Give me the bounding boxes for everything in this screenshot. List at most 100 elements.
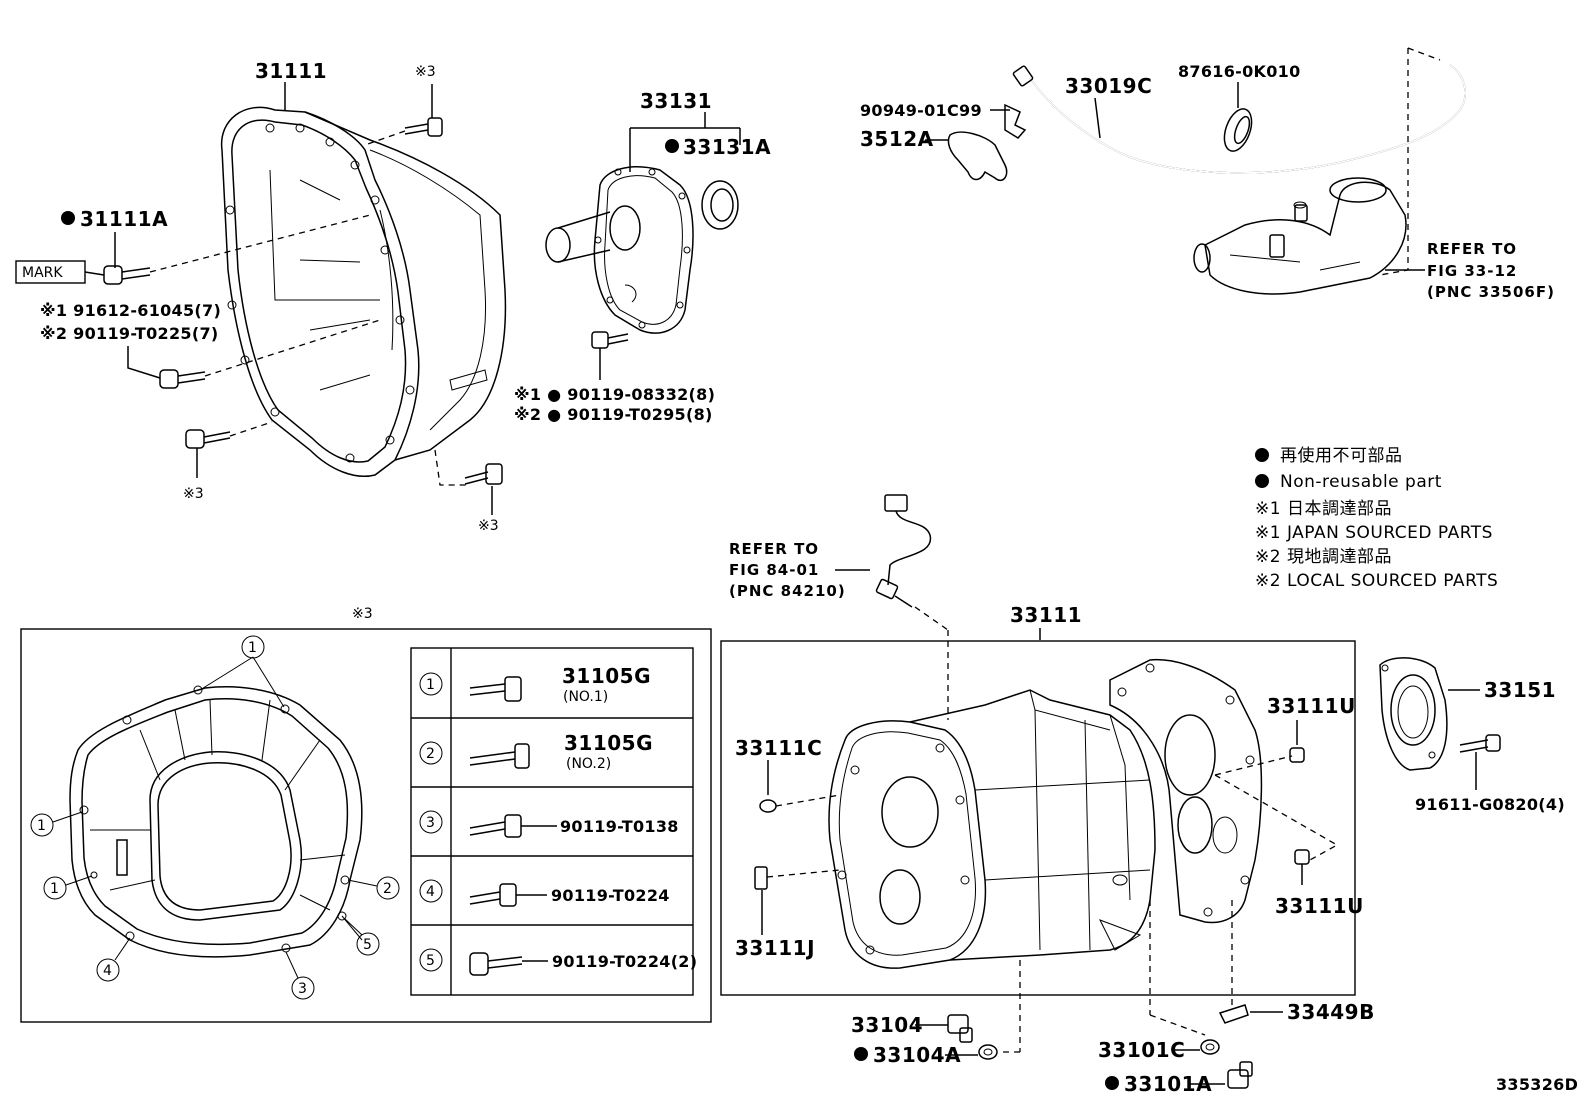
dowel-pin-icon [1294, 849, 1310, 865]
part-number-33111-case: 33111 [1010, 603, 1082, 627]
bolt-table: 1 31105G (NO.1) 2 31105G (NO.2) 3 [410, 647, 697, 996]
extension-retainer-drawing [545, 166, 694, 334]
oil-seal-icon [701, 180, 739, 230]
gasket-icon [1200, 1039, 1220, 1055]
bolt-icon [404, 117, 443, 137]
bolt-table-row-2: 2 31105G (NO.2) [419, 731, 653, 772]
callout-2-label: 2 [383, 881, 392, 897]
callout-1-top-label: 1 [248, 640, 257, 656]
non-reusable-dot [665, 139, 679, 153]
bolt-icon [1459, 734, 1501, 753]
part-number-90949: 90949-01C99 [860, 101, 982, 120]
non-reusable-dot [1105, 1076, 1119, 1090]
refer-to-top-3: (PNC 33506F) [1427, 283, 1555, 301]
bolt-table-row-4: 4 90119-T0224 [419, 879, 670, 907]
legend: 再使用不可部品 Non-reusable part ※1 日本調達部品 ※1 J… [1255, 445, 1498, 591]
refer-to-top-1: REFER TO [1427, 240, 1517, 258]
callout-4-label: 4 [103, 963, 112, 979]
pin-icon [754, 866, 768, 890]
row-part-number: 90119-T0224 [551, 886, 670, 905]
part-number-33111C: 33111C [735, 736, 822, 760]
callout-5-right-label: 5 [363, 937, 372, 953]
bolt-icon [469, 952, 523, 976]
legend-line-6: ※2 LOCAL SOURCED PARTS [1255, 571, 1498, 591]
part-number-33151: 33151 [1484, 678, 1556, 702]
row-part-sub: (NO.2) [566, 756, 611, 772]
bolt-icon [591, 331, 629, 349]
bell-housing-drawing [220, 106, 507, 477]
shift-lever-housing-drawing [1193, 177, 1407, 295]
bolt-icon [469, 814, 522, 838]
sensor-icon [875, 494, 932, 608]
part-number-33111U-top: 33111U [1267, 694, 1356, 718]
part-number-33131A: 33131A [683, 135, 771, 159]
refer-to-mid-3: (PNC 84210) [729, 582, 846, 600]
callout-5-left-label: 1 [50, 881, 59, 897]
part-number-33101C: 33101C [1098, 1038, 1185, 1062]
box-note-3: ※3 [352, 606, 373, 622]
part-number-33131: 33131 [640, 89, 712, 113]
bolt-spec-3a: ※1 ● 90119-08332(8) [514, 385, 715, 404]
note-3-top: ※3 [415, 64, 436, 80]
legend-line-4: ※1 JAPAN SOURCED PARTS [1255, 523, 1493, 543]
bracket-icon [947, 131, 1008, 182]
row-number: 4 [426, 884, 435, 900]
callout-1-left [30, 813, 54, 837]
drain-plug-icon [947, 1014, 973, 1043]
mark-label: MARK [22, 265, 63, 281]
legend-dot [1255, 474, 1269, 488]
bolt-table-row-1: 1 31105G (NO.1) [419, 664, 651, 705]
bolt-table-row-3: 3 90119-T0138 [419, 810, 678, 838]
bolt-spec-1: ※1 91612-61045(7) [40, 301, 221, 320]
part-number-33449B: 33449B [1287, 1000, 1375, 1024]
bolt-location-box [20, 628, 712, 1023]
part-number-33111J: 33111J [735, 936, 815, 960]
callout-2 [376, 876, 400, 900]
bolt-spec-2: ※2 90119-T0225(7) [40, 324, 219, 343]
bolt-icon [159, 369, 206, 389]
transmission-case-drawing [828, 689, 1156, 969]
legend-dot [1255, 448, 1269, 462]
callout-3 [291, 976, 315, 1000]
note-3-left: ※3 [183, 486, 204, 502]
bolt-icon [469, 883, 517, 907]
row-number: 3 [426, 815, 435, 831]
refer-to-mid-1: REFER TO [729, 540, 819, 558]
bolt-icon [464, 463, 503, 485]
cable-clamp-icon [1223, 108, 1253, 152]
row-number: 5 [426, 953, 435, 969]
refer-to-mid-2: FIG 84-01 [729, 561, 819, 579]
clip-icon [1004, 103, 1027, 139]
bolt-icon [469, 743, 530, 769]
part-number-87616: 87616-0K010 [1178, 62, 1301, 81]
legend-line-5: ※2 現地調達部品 [1255, 547, 1392, 567]
legend-line-1: 再使用不可部品 [1280, 445, 1403, 466]
rear-retainer-drawing [1379, 657, 1448, 771]
callout-1-left-label: 1 [37, 818, 46, 834]
filler-plug-icon [1227, 1061, 1253, 1089]
bolt-icon [103, 265, 151, 285]
callout-1-top [241, 635, 265, 659]
callout-5-right [356, 932, 380, 956]
part-number-31111A: 31111A [80, 207, 168, 231]
dowel-pin-icon [759, 799, 777, 813]
part-number-33019C: 33019C [1065, 74, 1152, 98]
bolt-icon [469, 676, 522, 702]
part-number-33111U-bottom: 33111U [1275, 894, 1364, 918]
row-part-number: 31105G [562, 664, 651, 688]
row-number: 1 [426, 677, 435, 693]
row-part-number: 31105G [564, 731, 653, 755]
legend-line-2: Non-reusable part [1280, 472, 1442, 492]
dowel-pin-icon [1289, 747, 1305, 763]
bolt-spec-3b: ※2 ● 90119-T0295(8) [514, 405, 713, 424]
bolt-icon [185, 429, 231, 449]
housing-callouts: 1 1 1 2 5 4 3 [30, 635, 400, 1000]
refer-to-top-2: FIG 33-12 [1427, 262, 1517, 280]
legend-line-3: ※1 日本調達部品 [1255, 499, 1392, 519]
callout-4 [96, 958, 120, 982]
row-number: 2 [426, 746, 435, 762]
bolt-table-row-5: 5 90119-T0224(2) [419, 948, 697, 976]
non-reusable-dot [854, 1047, 868, 1061]
